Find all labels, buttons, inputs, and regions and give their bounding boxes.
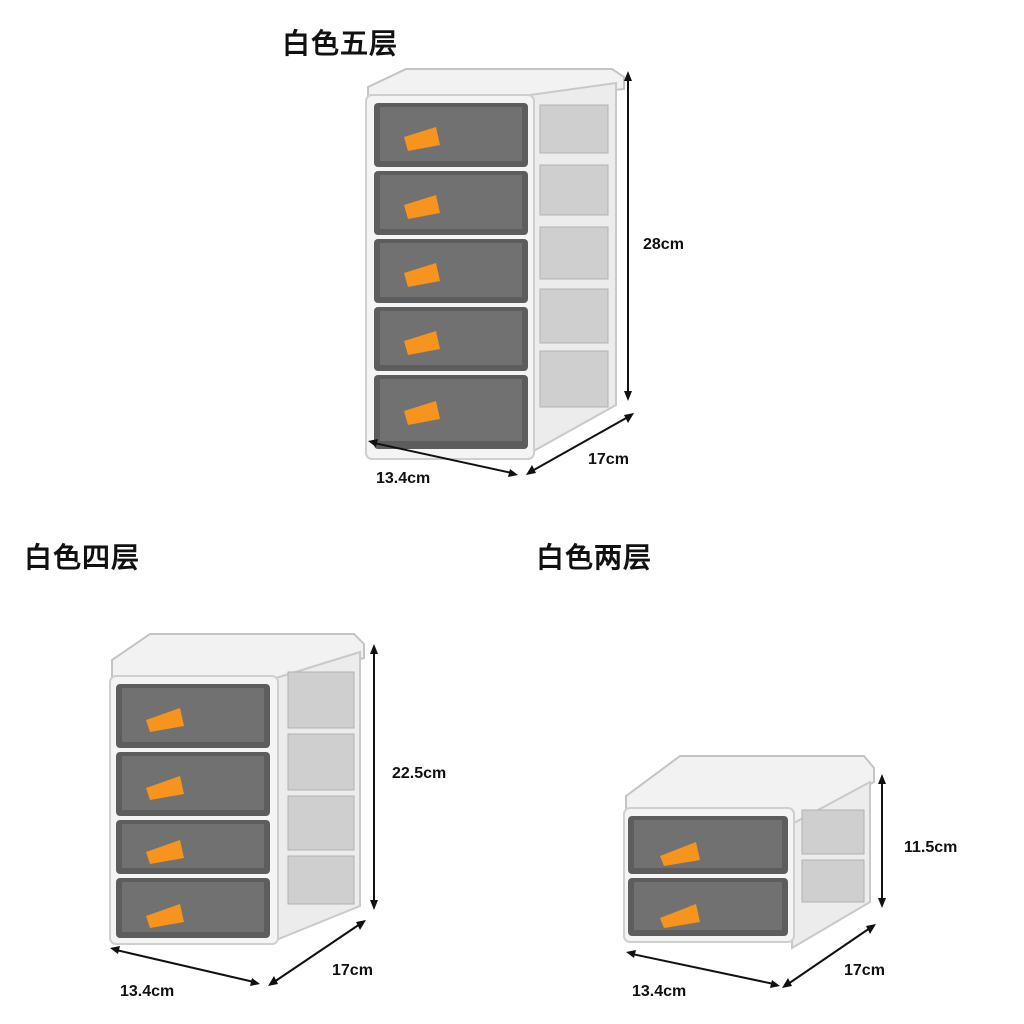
drawer-3[interactable] bbox=[116, 795, 355, 874]
two-tier-drawers bbox=[628, 809, 865, 936]
five-tier-title: 白色五层 bbox=[282, 27, 399, 60]
two-tier-title: 白色两层 bbox=[536, 541, 653, 574]
two-tier-depth-label: 17cm bbox=[844, 962, 885, 979]
drawer-4[interactable] bbox=[374, 288, 609, 371]
two-tier-height-label: 11.5cm bbox=[904, 839, 958, 856]
two-tier-width-label: 13.4cm bbox=[632, 983, 687, 1000]
five-tier-width-label: 13.4cm bbox=[376, 470, 431, 487]
drawer-1[interactable] bbox=[628, 809, 865, 874]
four-tier-organizer bbox=[109, 633, 378, 986]
five-tier-height-label: 28cm bbox=[643, 236, 684, 253]
four-tier-width-label: 13.4cm bbox=[120, 983, 175, 1000]
four-tier-height-label: 22.5cm bbox=[392, 765, 447, 782]
drawer-1[interactable] bbox=[116, 671, 355, 748]
four-tier-drawers bbox=[116, 671, 355, 938]
five-tier-depth-label: 17cm bbox=[588, 451, 629, 468]
two-tier-organizer bbox=[623, 755, 886, 988]
drawer-3[interactable] bbox=[374, 226, 609, 303]
drawer-4[interactable] bbox=[116, 855, 355, 938]
drawer-5[interactable] bbox=[374, 350, 609, 449]
drawer-2[interactable] bbox=[116, 733, 355, 816]
five-tier-organizer bbox=[365, 68, 634, 477]
five-tier-drawers bbox=[374, 103, 609, 449]
drawer-2[interactable] bbox=[374, 164, 609, 235]
four-tier-title: 白色四层 bbox=[24, 541, 141, 574]
drawer-1[interactable] bbox=[374, 103, 609, 167]
drawer-2[interactable] bbox=[628, 859, 865, 936]
four-tier-depth-label: 17cm bbox=[332, 962, 373, 979]
